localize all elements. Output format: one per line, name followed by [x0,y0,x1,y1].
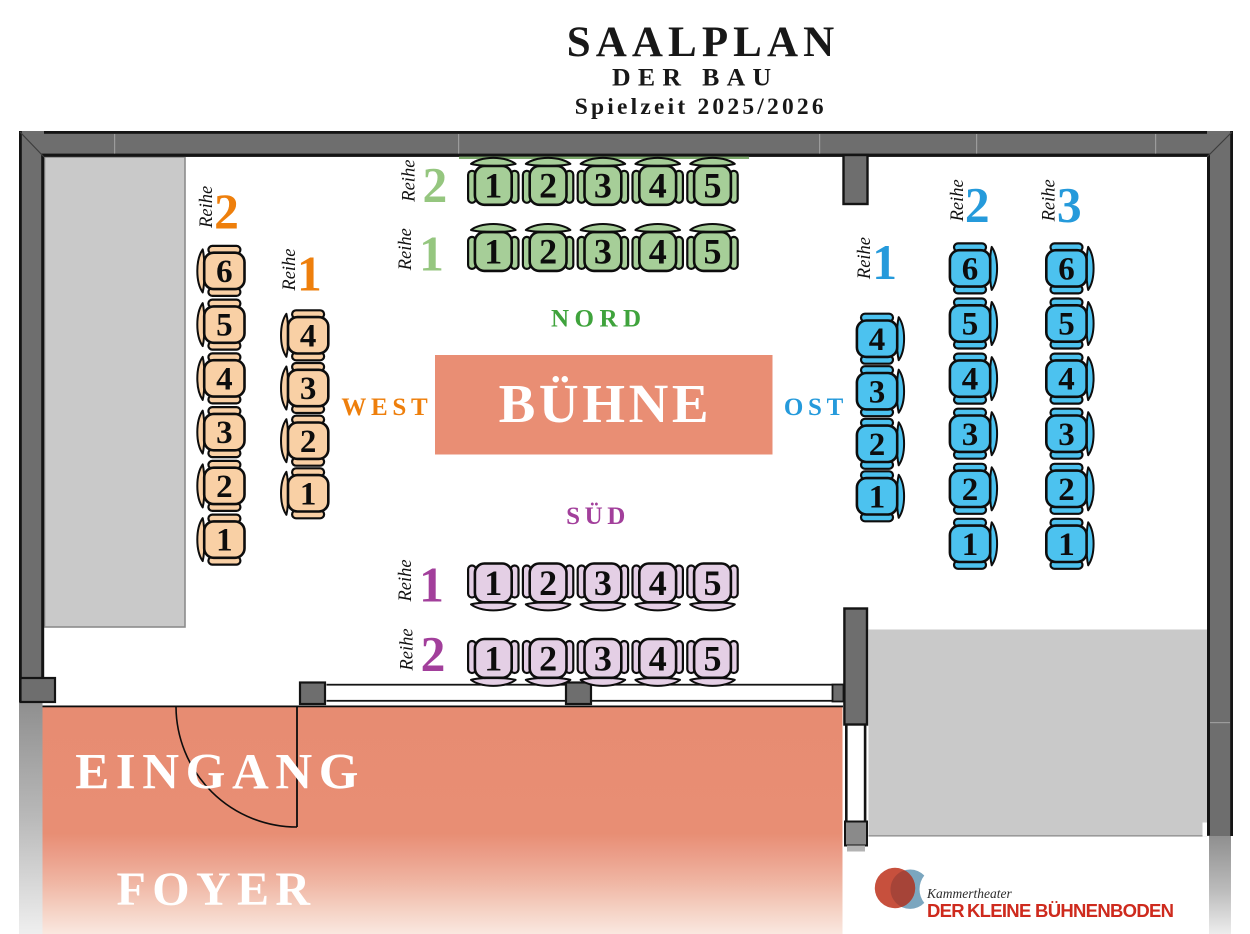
svg-text:2: 2 [300,424,317,460]
svg-text:Kammertheater: Kammertheater [926,886,1012,901]
svg-text:1: 1 [300,476,317,512]
svg-text:DER KLEINE BÜHNENBODEN: DER KLEINE BÜHNENBODEN [927,900,1174,921]
svg-text:3: 3 [594,563,612,603]
svg-text:2: 2 [539,232,557,272]
svg-text:EINGANG: EINGANG [75,745,365,801]
svg-text:2: 2 [539,166,557,206]
svg-text:4: 4 [300,318,317,354]
svg-text:1: 1 [484,639,502,679]
svg-text:5: 5 [216,308,233,344]
svg-text:2: 2 [421,627,446,682]
svg-text:3: 3 [594,232,612,272]
svg-text:2: 2 [1058,472,1075,508]
svg-text:2: 2 [214,184,239,239]
svg-text:1: 1 [872,235,897,290]
svg-text:Reihe: Reihe [855,237,875,280]
svg-text:4: 4 [649,166,667,206]
svg-text:Reihe: Reihe [280,248,300,291]
svg-text:WEST: WEST [341,394,432,421]
svg-text:2: 2 [539,563,557,603]
svg-text:3: 3 [962,417,979,453]
svg-text:FOYER: FOYER [117,863,317,916]
svg-text:Reihe: Reihe [396,228,416,271]
svg-text:2: 2 [869,427,886,463]
svg-text:1: 1 [869,479,886,515]
svg-text:6: 6 [962,252,979,288]
svg-text:1: 1 [419,558,444,613]
svg-text:3: 3 [1058,417,1075,453]
svg-text:2: 2 [423,158,448,213]
svg-text:1: 1 [484,166,502,206]
svg-text:1: 1 [484,232,502,272]
svg-text:5: 5 [1058,307,1075,343]
svg-text:3: 3 [869,374,886,410]
svg-text:OST: OST [784,394,848,421]
svg-text:Reihe: Reihe [948,179,968,222]
svg-text:2: 2 [216,469,233,505]
svg-text:4: 4 [869,322,886,358]
svg-text:5: 5 [704,166,722,206]
svg-text:3: 3 [594,166,612,206]
svg-text:DER BAU: DER BAU [612,62,778,91]
svg-text:4: 4 [649,232,667,272]
svg-text:3: 3 [300,371,317,407]
svg-text:NORD: NORD [551,306,647,333]
svg-text:SAALPLAN: SAALPLAN [567,19,840,66]
svg-text:Reihe: Reihe [399,160,419,203]
svg-text:Reihe: Reihe [396,559,416,602]
svg-text:4: 4 [216,362,233,398]
svg-text:6: 6 [216,254,233,290]
svg-text:Reihe: Reihe [197,186,217,229]
svg-text:BÜHNE: BÜHNE [499,373,713,434]
svg-text:5: 5 [962,307,979,343]
svg-text:3: 3 [1057,177,1082,232]
svg-text:3: 3 [594,639,612,679]
svg-text:1: 1 [216,523,233,559]
svg-text:3: 3 [216,415,233,451]
svg-text:1: 1 [484,563,502,603]
svg-text:2: 2 [962,472,979,508]
svg-text:5: 5 [704,563,722,603]
svg-text:6: 6 [1058,252,1075,288]
svg-text:4: 4 [1058,362,1075,398]
svg-text:Spielzeit 2025/2026: Spielzeit 2025/2026 [575,94,827,120]
svg-text:SÜD: SÜD [566,503,630,530]
svg-text:1: 1 [297,247,322,302]
svg-text:5: 5 [704,639,722,679]
svg-text:2: 2 [539,639,557,679]
svg-text:5: 5 [704,232,722,272]
svg-text:1: 1 [419,226,444,281]
svg-text:2: 2 [965,177,990,232]
svg-text:1: 1 [962,527,979,563]
svg-text:4: 4 [649,563,667,603]
svg-text:Reihe: Reihe [1040,179,1060,222]
svg-text:4: 4 [962,362,979,398]
svg-text:4: 4 [649,639,667,679]
svg-text:1: 1 [1058,527,1075,563]
svg-text:Reihe: Reihe [398,628,418,671]
